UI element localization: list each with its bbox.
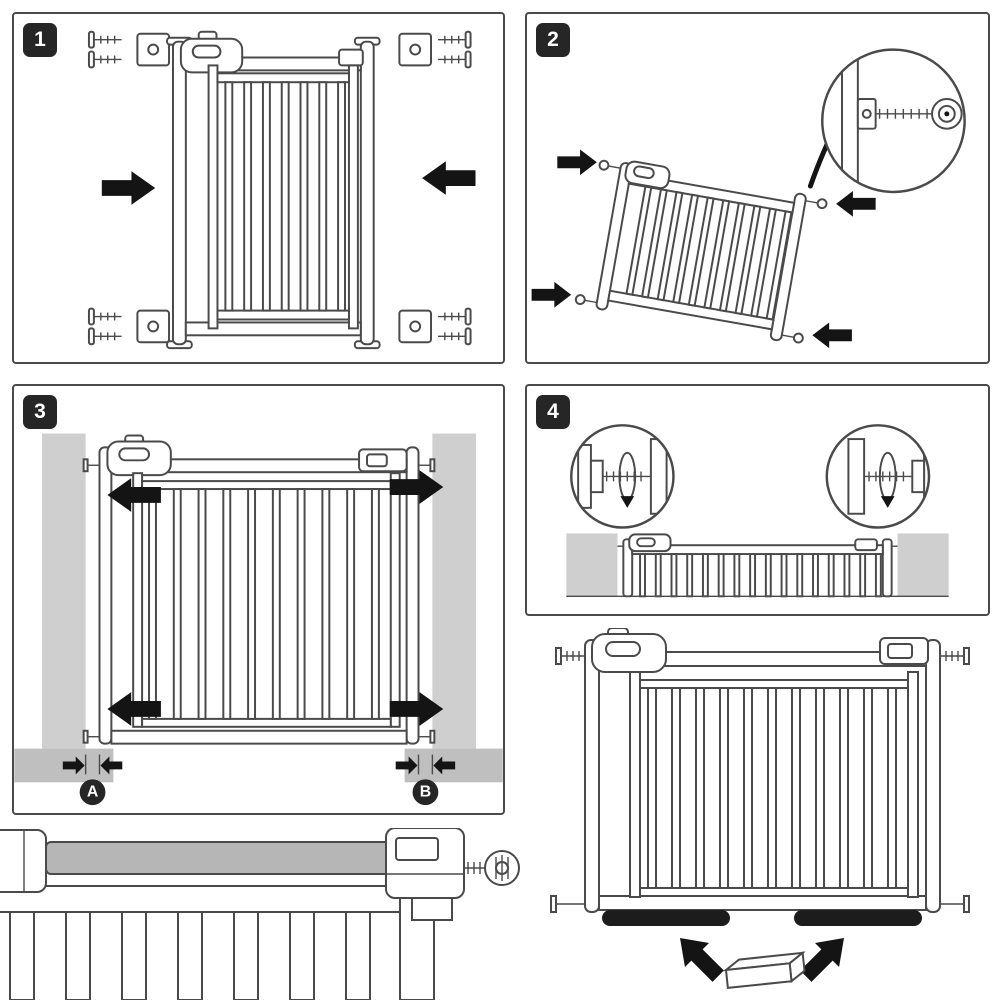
measure-gap-b: B: [395, 754, 456, 806]
gate-bars: [625, 185, 793, 321]
gate-bars: [647, 687, 897, 889]
step-2-illustration: [531, 48, 966, 349]
corner-hardware-top-left: [87, 30, 171, 69]
gate-latch: [358, 448, 408, 473]
spacer-block: [722, 950, 806, 990]
gate-bars: [9, 909, 371, 1000]
magnified-spindle-right: [847, 438, 929, 515]
gate-bars: [224, 81, 346, 312]
gate-front-view: [166, 30, 381, 350]
label-a-circle: [79, 779, 106, 806]
push-arrow-right-icon: [422, 161, 476, 195]
insert-arrow-top-left-icon: [557, 149, 597, 176]
step-3-panel: 3: [12, 384, 505, 815]
gate-front-view: [82, 434, 436, 745]
gate-latch: [338, 48, 364, 67]
top-rail-closeup-illustration: [0, 828, 520, 1000]
handle-housing: [0, 829, 47, 893]
step-3-badge: 3: [23, 395, 57, 429]
wall-left: [42, 433, 86, 749]
top-rail-closeup-figure: [0, 828, 525, 1000]
handle-bar: [45, 841, 391, 875]
tension-spindle-knob: [464, 850, 520, 886]
spindle-knob: [931, 98, 963, 130]
gate-handle: [591, 628, 667, 673]
latch-assembly: [385, 828, 465, 921]
spindle-stubs: [574, 159, 828, 344]
insert-arrow-bottom-right-icon: [812, 322, 852, 349]
gate-latch: [854, 538, 878, 552]
gate-bars: [639, 553, 882, 598]
measure-gap-a: A: [62, 754, 123, 806]
tilted-gate: [574, 159, 828, 344]
floor-pad-figure: [530, 628, 990, 1000]
label-a: A: [87, 784, 99, 801]
step-2-badge: 2: [536, 23, 570, 57]
magnifier-right-ring: [825, 424, 931, 529]
pad-arrow-left-icon: [667, 925, 731, 989]
step-4-panel: 4: [525, 384, 990, 616]
corner-hardware-bottom-right: [398, 307, 472, 346]
step-3-illustration: A B: [14, 433, 503, 806]
wall-left: [566, 533, 618, 597]
step-1-illustration: [87, 30, 476, 350]
step-1-panel: 1: [12, 12, 505, 364]
label-b: B: [420, 784, 431, 801]
push-arrow-left-icon: [101, 171, 156, 205]
label-b-circle: [412, 779, 439, 806]
gate-between-walls: [566, 533, 949, 598]
floor-pad-right: [794, 910, 922, 926]
corner-hardware-top-right: [398, 30, 472, 69]
magnifier-ring: [821, 48, 966, 194]
insert-arrow-bottom-left-icon: [531, 281, 572, 308]
wall-right: [432, 433, 476, 749]
gate-top-rail: [0, 885, 441, 913]
magnifier-left-ring: [570, 424, 675, 529]
step-2-panel: 2: [525, 12, 990, 364]
step-4-illustration: [566, 424, 949, 598]
magnified-spindle-detail: [841, 49, 963, 192]
step-4-badge: 4: [536, 395, 570, 429]
gate-bars: [148, 488, 380, 720]
gate-handle: [179, 30, 244, 74]
gate-latch: [879, 637, 929, 665]
corner-hardware-bottom-left: [87, 307, 171, 346]
gate-front-view: [550, 628, 970, 913]
floor-pad-illustration: [550, 628, 970, 990]
gate-handle: [106, 434, 172, 477]
step-1-badge: 1: [23, 23, 57, 57]
wall-right: [897, 533, 949, 597]
floor-pad-left: [602, 910, 730, 926]
insert-arrow-top-right-icon: [836, 190, 876, 217]
